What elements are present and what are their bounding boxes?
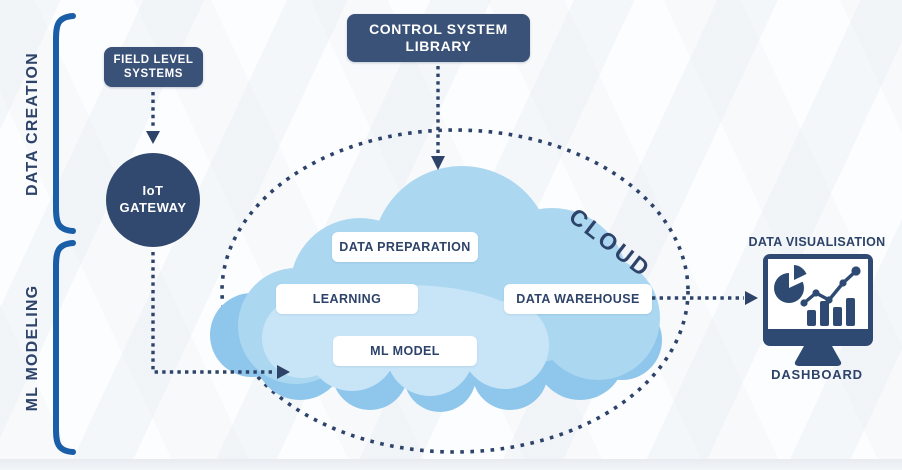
arrow-gateway-to-cloud (151, 252, 276, 374)
arrowhead-down-cloud (431, 156, 445, 170)
pie-chart-icon (774, 265, 807, 303)
bar-chart-icon (807, 298, 855, 326)
data-warehouse-chip: DATA WAREHOUSE (504, 284, 652, 314)
ml-modeling-bracket (53, 240, 76, 455)
line-chart-icon (800, 266, 861, 307)
iot-gateway-line1: IoT (142, 183, 164, 199)
section-label-data-creation: DATA CREATION (24, 52, 41, 196)
dashboard-monitor-icon (763, 254, 873, 366)
arrowhead-right-dashboard (745, 291, 758, 305)
data-creation-bracket (53, 13, 76, 234)
control-system-library-node: CONTROL SYSTEM LIBRARY (347, 14, 530, 62)
control-library-line1: CONTROL SYSTEM (369, 20, 508, 37)
footer-band (0, 459, 902, 470)
data-visualisation-title: DATA VISUALISATION (748, 235, 886, 249)
iot-gateway-node: IoT GATEWAY (106, 153, 200, 247)
arrowhead-down-gateway (146, 131, 160, 144)
dashboard-caption: DASHBOARD (771, 367, 863, 382)
arrowhead-right-cloud (277, 365, 290, 379)
learning-chip: LEARNING (276, 284, 418, 314)
control-library-line2: LIBRARY (405, 38, 472, 54)
field-level-line2: SYSTEMS (123, 68, 184, 80)
data-preparation-chip: DATA PREPARATION (332, 232, 478, 262)
section-label-ml-modeling: ML MODELING (24, 284, 41, 412)
cloud-boundary-ellipse (220, 128, 690, 454)
iot-gateway-line2: GATEWAY (119, 200, 187, 215)
field-level-systems-node: FIELD LEVEL SYSTEMS (104, 47, 203, 87)
field-level-line1: FIELD LEVEL (113, 53, 194, 66)
ml-model-chip: ML MODEL (333, 336, 477, 366)
